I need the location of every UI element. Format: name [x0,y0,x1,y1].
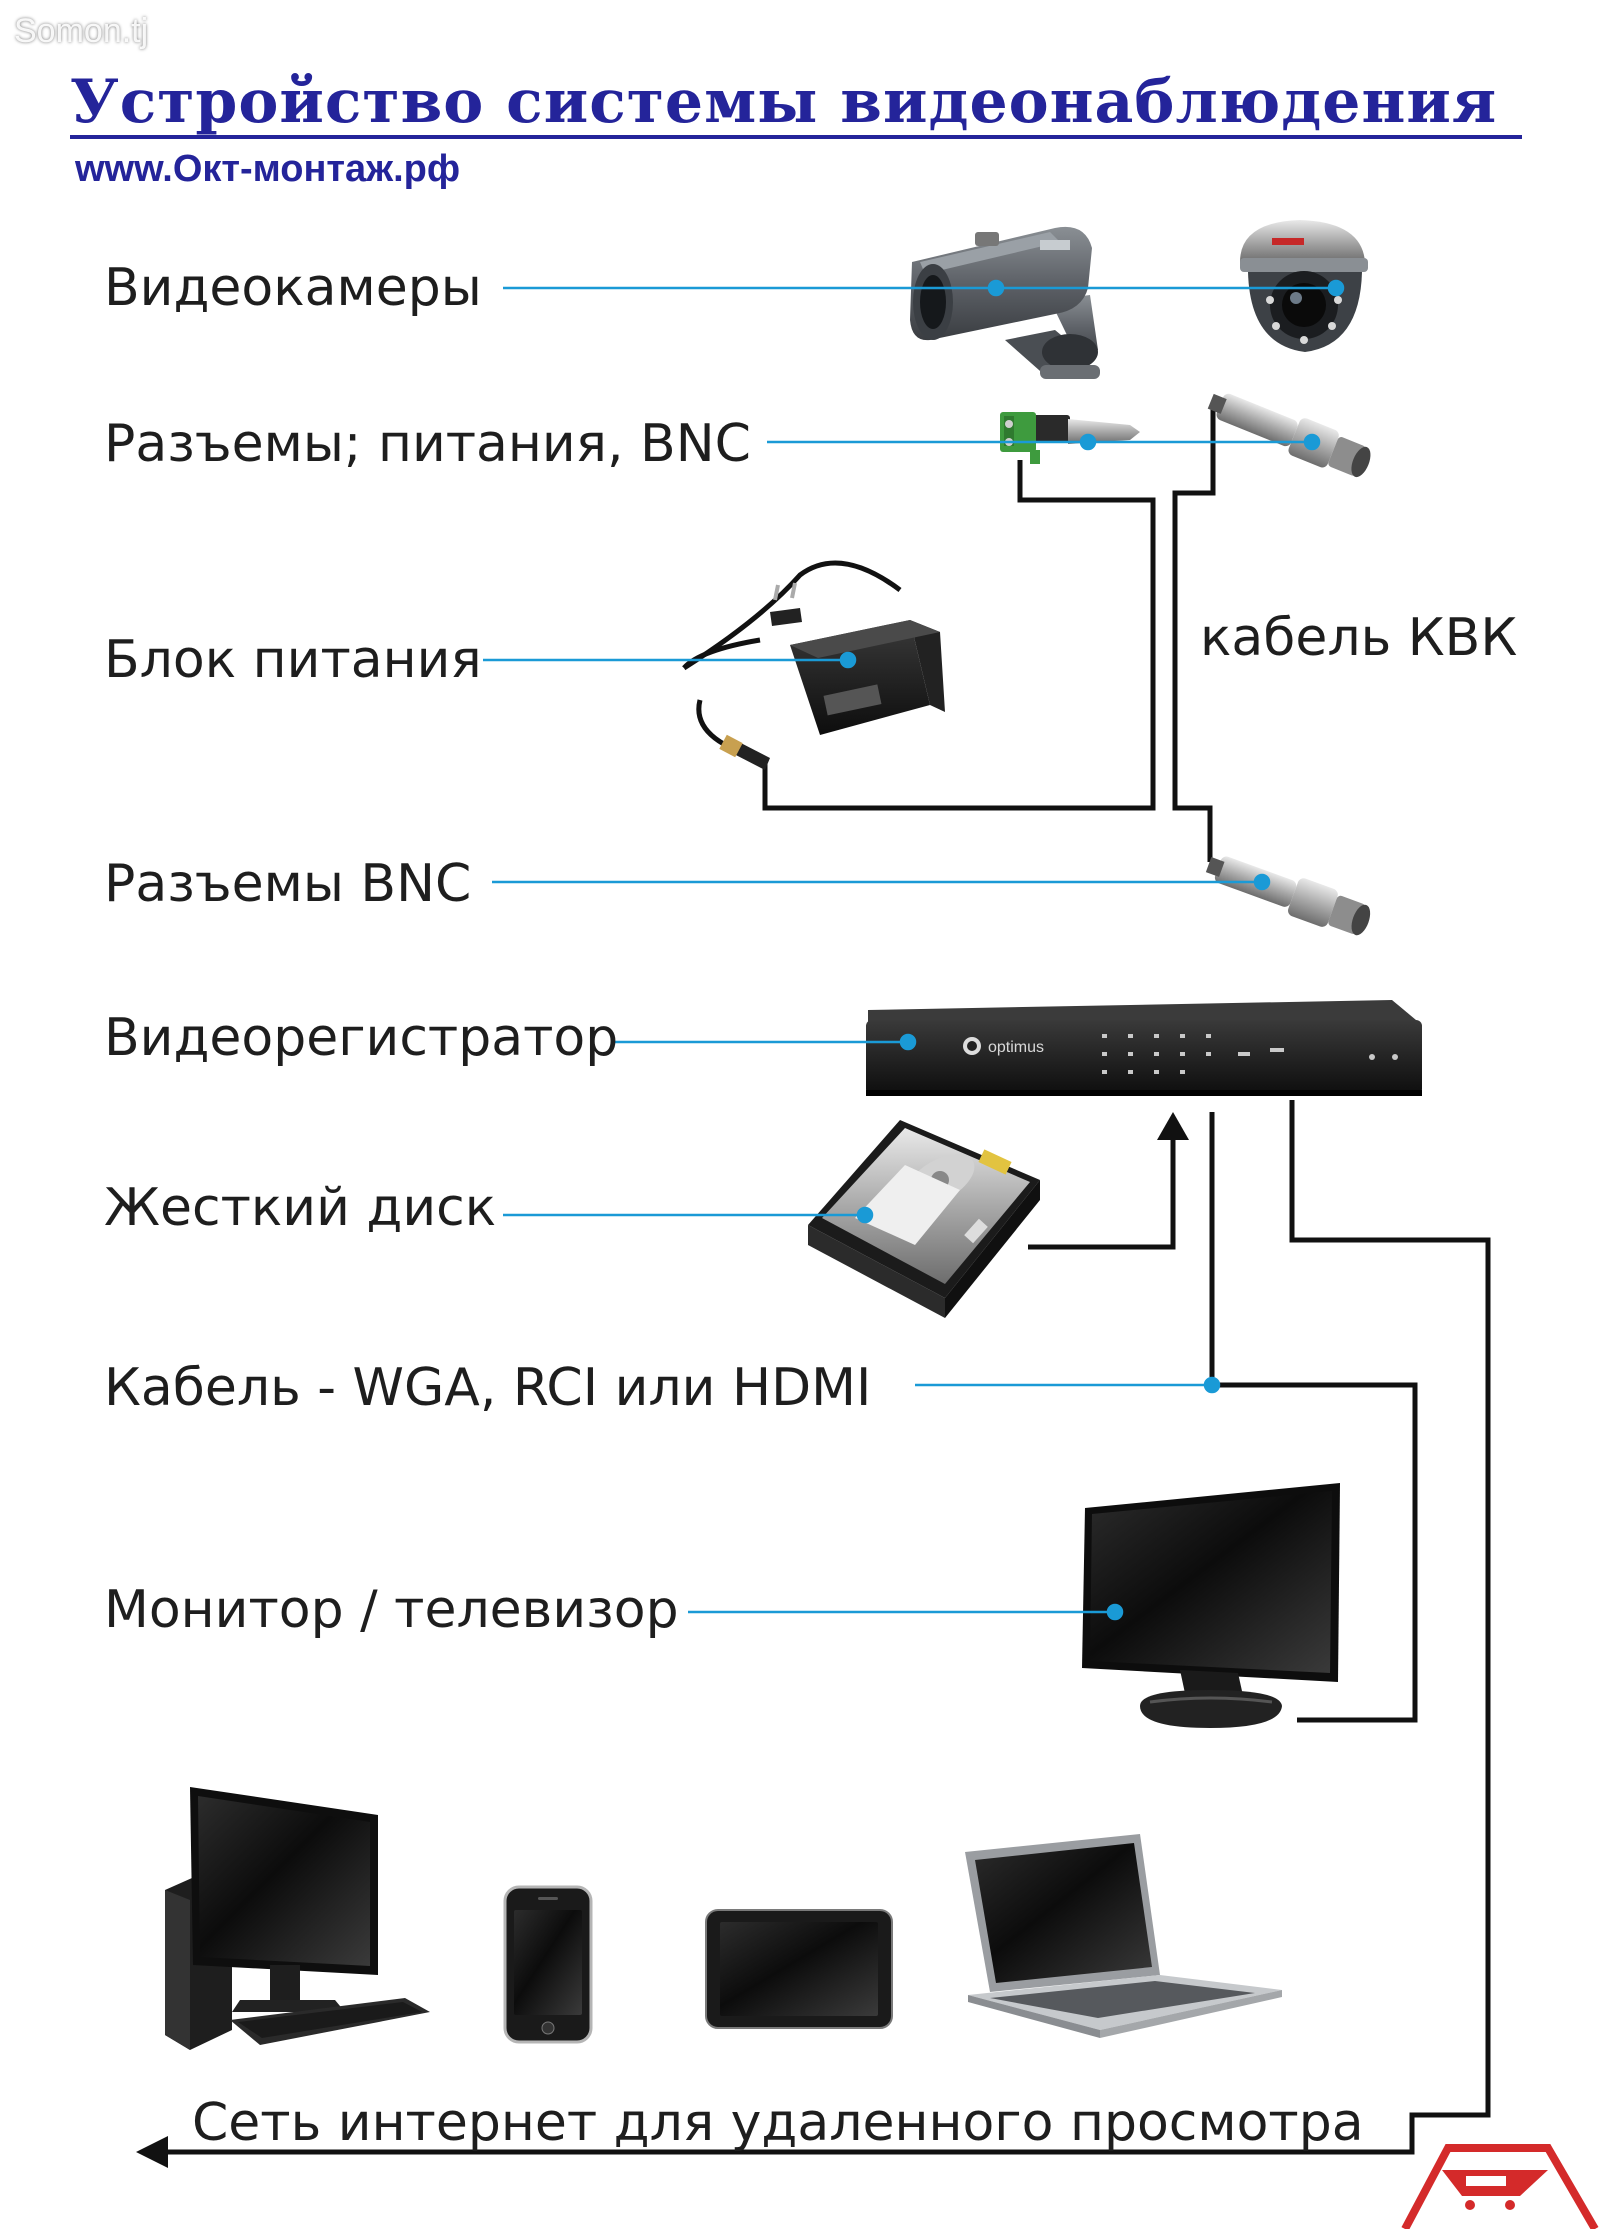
label-connectors-bnc: Разъемы BNC [104,854,472,914]
hdd-arrow-head [1157,1112,1189,1140]
bnc-connector-icon [1207,393,1371,478]
label-cable-kvk: кабель КВК [1200,608,1518,668]
desktop-pc-icon [165,1787,430,2050]
monitor-icon [1082,1483,1340,1728]
company-logo-icon [1401,2144,1599,2229]
label-video-cable: Кабель - WGA, RCI или HDMI [104,1358,872,1418]
label-monitor: Монитор / телевизор [104,1580,679,1640]
dome-camera-icon [1240,220,1368,352]
label-internet: Сеть интернет для удаленного просмотра [192,2093,1364,2153]
network-cable [160,1100,1491,2155]
hard-disk-icon [808,1120,1040,1318]
site-url: www.Окт-монтаж.рф [75,148,461,190]
power-adapter-icon [682,560,945,770]
dvr-icon: optimus [866,1000,1422,1096]
network-arrow-head [136,2136,168,2168]
page-title: Устройство системы видеонаблюдения [70,67,1498,137]
video-cable [1209,1112,1418,1723]
laptop-icon [965,1834,1282,2038]
wiring [160,405,1491,2155]
bullet-camera-icon [910,226,1100,379]
coax-cable [1172,405,1216,862]
bnc-connector-icon [1205,856,1371,936]
smartphone-icon [503,1885,593,2044]
dvr-brand-text: optimus [988,1039,1044,1056]
power-connector-icon [1000,412,1140,464]
label-power-supply: Блок питания [104,630,482,690]
label-hard-disk: Жесткий диск [104,1178,497,1238]
watermark-text: Somon.tj [14,12,149,50]
leader-lines [483,279,1345,1621]
label-connectors-power-bnc: Разъемы; питания, BNC [104,414,751,474]
tablet-icon [705,1909,893,2029]
title-underline [70,135,1522,139]
power-wire [762,460,1156,811]
label-dvr: Видеорегистратор [104,1008,619,1068]
label-cameras: Видеокамеры [104,258,482,318]
hdd-link [1028,1137,1176,1250]
